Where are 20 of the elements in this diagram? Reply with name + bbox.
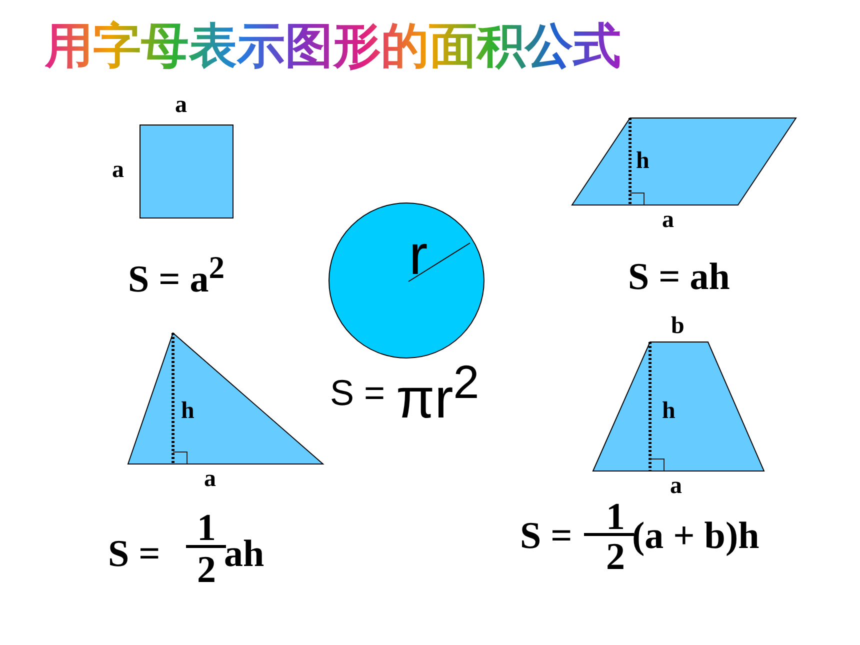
formula-text: (a + b)h <box>632 514 760 558</box>
side-label: a <box>175 92 187 119</box>
area-formula: S = a$^{2}$ <box>128 250 225 302</box>
radius-label: r <box>409 222 428 287</box>
base-label: a <box>670 473 682 500</box>
height-label: h <box>636 148 650 175</box>
base-label: a <box>204 466 216 493</box>
top-label: b <box>671 313 684 340</box>
formula-text: πr$^{2}$ <box>396 355 480 431</box>
area-formula: S = ah <box>628 255 730 299</box>
height-label: h <box>181 398 194 425</box>
formula-text: S = <box>330 372 386 414</box>
fraction-denominator: 2 <box>197 548 216 592</box>
base-label: a <box>662 207 674 234</box>
formula-text: ah <box>224 532 264 576</box>
side-label: a <box>112 157 124 184</box>
height-label: h <box>662 398 676 425</box>
formula-text: S = <box>520 514 572 558</box>
fraction-numerator: 1 <box>197 506 216 550</box>
formula-text: S = <box>108 532 160 576</box>
